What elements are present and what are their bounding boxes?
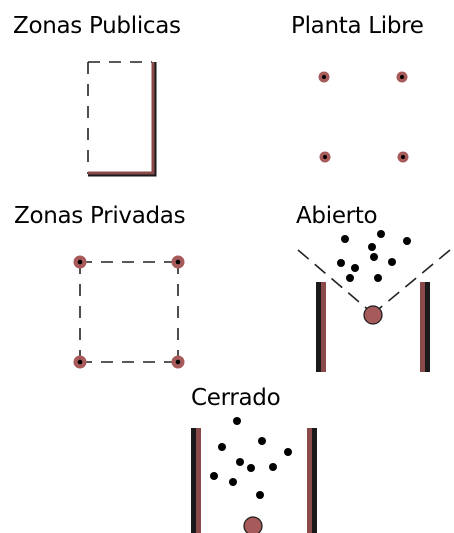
label-abierto: Abierto [296,203,378,229]
planta-libre-symbol [318,71,409,163]
column-node [397,151,409,163]
publicas-wall-color [88,62,155,175]
cerrado-wall-left-dark [191,428,196,533]
cerrado-wall-left [196,428,201,533]
cerrado-wall-right [307,428,312,533]
corner-node [171,355,185,369]
abierto-symbol [297,230,451,372]
cerrado-dots [210,417,292,499]
abierto-wall-right [420,282,425,372]
corner-node [73,255,87,269]
abierto-dots [337,230,411,282]
abierto-dashed-right [373,249,451,314]
abierto-wall-right-dark [425,282,430,372]
abierto-wall-left [321,282,326,372]
corner-node [73,355,87,369]
cerrado-symbol [191,417,317,533]
abierto-dashed-left [297,249,373,314]
column-node [396,71,408,83]
label-zonas-privadas: Zonas Privadas [14,203,186,229]
abierto-wall-left-dark [316,282,321,372]
label-cerrado: Cerrado [191,385,281,411]
corner-node [171,255,185,269]
column-node [319,151,331,163]
label-zonas-publicas: Zonas Publicas [13,13,181,39]
column-node [318,71,330,83]
cerrado-wall-right-dark [312,428,317,533]
cerrado-outlet [243,516,263,533]
zonas-privadas-symbol [73,255,185,369]
abierto-outlet [363,305,383,325]
label-planta-libre: Planta Libre [291,13,424,39]
publicas-wall [88,62,157,177]
zonas-publicas-symbol [87,61,157,177]
